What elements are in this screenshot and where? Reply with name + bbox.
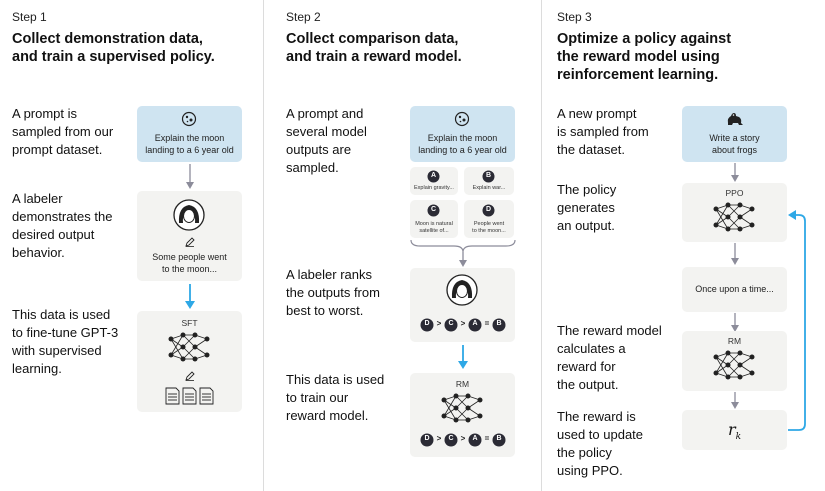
step3-arrow-1 xyxy=(731,163,739,182)
rank-gt-2: > xyxy=(460,434,466,443)
rank-a: A xyxy=(472,320,478,327)
rank-c: C xyxy=(448,320,454,327)
rank-eq: = xyxy=(484,434,490,443)
step3-title: Optimize a policy against the reward mod… xyxy=(557,31,732,83)
output-card-b: B Explain war... xyxy=(464,167,514,195)
step1-title: Collect demonstration data, and train a … xyxy=(12,30,215,66)
rank-b: B xyxy=(496,435,502,442)
step1-arrow-1 xyxy=(186,164,194,189)
step1-arrow-2 xyxy=(185,284,195,309)
neural-net-icon xyxy=(168,332,210,362)
labeler-avatar-icon xyxy=(446,274,478,306)
step3-rm-box: RM xyxy=(682,331,787,391)
badge-c xyxy=(427,204,440,217)
ranking-row-rm: D > C > A = B xyxy=(420,433,506,447)
sft-label: SFT xyxy=(181,318,198,328)
step2-title: Collect comparison data, and train a rew… xyxy=(286,31,462,65)
step3-output-box: Once upon a time... xyxy=(682,267,787,312)
pencil-icon xyxy=(185,237,195,247)
rank-gt-1: > xyxy=(436,434,442,443)
rank-eq: = xyxy=(484,319,490,328)
step1-title-line2: and train a supervised policy. xyxy=(12,49,215,65)
badge-d xyxy=(482,204,495,217)
moon-icon xyxy=(181,111,197,127)
step1-title-line1: Collect demonstration data, xyxy=(12,31,203,47)
step3-reward-box: rk xyxy=(682,410,787,450)
step3-arrow-3 xyxy=(731,313,739,332)
step1-label: Step 1 xyxy=(12,10,47,24)
frog-icon xyxy=(727,113,743,125)
step2-label: Step 2 xyxy=(286,10,321,24)
badge-c-letter: C xyxy=(430,206,437,213)
moon-icon xyxy=(454,111,470,127)
ppo-label: PPO xyxy=(725,188,744,198)
badge-a-letter: A xyxy=(430,172,437,179)
rm-label: RM xyxy=(455,379,470,389)
rm-label: RM xyxy=(727,336,742,346)
rank-gt-2: > xyxy=(460,319,466,328)
labeler-avatar-icon xyxy=(173,199,205,231)
step2-ranking-box: D > C > A = B xyxy=(410,268,515,342)
rank-gt-1: > xyxy=(436,319,442,328)
step3-arrow-4 xyxy=(731,392,739,409)
reward-subscript: k xyxy=(735,432,742,443)
step3-output-text: Once upon a time... xyxy=(695,284,774,294)
reward-value: rk xyxy=(682,420,787,442)
rank-b: B xyxy=(496,320,502,327)
rank-a: A xyxy=(472,435,478,442)
output-b-text: Explain war... xyxy=(472,185,506,191)
step3-label: Step 3 xyxy=(557,10,592,24)
rank-c: C xyxy=(448,435,454,442)
reward-symbol: r xyxy=(727,420,736,439)
rank-d: D xyxy=(424,435,430,442)
badge-b xyxy=(482,170,495,183)
neural-net-icon xyxy=(441,393,483,423)
neural-net-icon xyxy=(713,350,755,380)
ranking-badges xyxy=(420,318,506,332)
badge-b-letter: B xyxy=(485,172,492,179)
documents-icon xyxy=(165,387,214,405)
pencil-icon xyxy=(185,371,195,381)
divider-2 xyxy=(541,0,542,491)
badge-d-letter: D xyxy=(485,206,492,213)
step2-arrow-blue xyxy=(458,345,468,369)
ranking-row: D > C > A = B xyxy=(420,318,506,332)
badge-a xyxy=(427,170,440,183)
feedback-loop-arrow xyxy=(788,210,806,431)
divider-1 xyxy=(263,0,264,491)
rank-d: D xyxy=(424,320,430,327)
step3-arrow-2 xyxy=(731,243,739,265)
step3-ppo-box: PPO xyxy=(682,183,787,242)
step1-sft-box: SFT xyxy=(137,311,242,412)
output-card-a: A Explain gravity... xyxy=(410,167,458,195)
ranking-badges xyxy=(420,433,506,447)
step2-brace xyxy=(410,239,516,267)
neural-net-icon xyxy=(713,202,755,232)
output-a-text: Explain gravity... xyxy=(414,185,454,191)
step2-rm-box: RM D > C > A = B xyxy=(410,373,515,457)
